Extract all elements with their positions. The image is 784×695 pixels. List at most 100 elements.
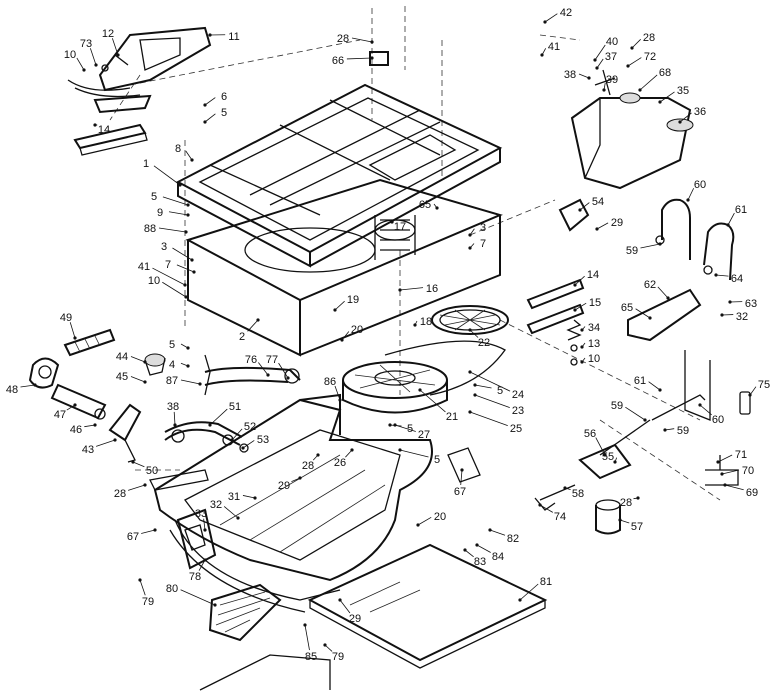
callout-point-14 (573, 283, 577, 287)
callout-label-75: 75 (758, 379, 770, 391)
callout-point-44 (143, 360, 147, 364)
callout-label-7: 7 (480, 238, 486, 250)
callout-label-61: 61 (634, 375, 646, 387)
callout-point-80 (213, 603, 217, 607)
callout-label-31: 31 (228, 491, 240, 503)
callout-label-83: 83 (474, 556, 486, 568)
callout-label-86: 86 (324, 376, 336, 388)
callout-point-86 (338, 398, 342, 402)
callout-label-11: 11 (228, 31, 239, 43)
bracket-78 (176, 508, 217, 570)
callout-label-32: 32 (210, 499, 222, 511)
callout-label-54: 54 (592, 196, 604, 208)
callout-point-35 (658, 100, 662, 104)
callout-point-53 (241, 446, 245, 450)
callout-leader-20 (417, 516, 432, 526)
callout-point-42 (543, 20, 547, 24)
callout-point-28 (636, 496, 640, 500)
callout-point-57 (618, 518, 622, 522)
canister-57 (595, 499, 621, 535)
callout-label-71: 71 (735, 449, 747, 461)
callout-label-74: 74 (554, 511, 566, 523)
callout-point-52 (230, 438, 234, 442)
callout-point-10 (580, 360, 584, 364)
callout-leader-46 (84, 424, 96, 428)
callout-leader-5 (389, 424, 402, 427)
callout-label-80: 80 (166, 583, 178, 595)
callout-point-56 (603, 453, 607, 457)
fuel-tank-35 (570, 69, 694, 190)
callout-label-33: 33 (195, 508, 207, 520)
gas-pipe-76 (204, 354, 301, 396)
callout-leaders (20, 13, 757, 652)
callout-point-28 (370, 40, 374, 44)
callout-label-15: 15 (589, 297, 601, 309)
callout-point-46 (93, 423, 97, 427)
callout-label-5: 5 (151, 191, 157, 203)
callout-point-39 (602, 88, 606, 92)
callout-leader-79 (324, 644, 333, 652)
callout-leader-40 (594, 44, 606, 61)
callout-point-61 (658, 388, 662, 392)
callout-leader-24 (469, 371, 511, 392)
callout-leader-29 (596, 222, 609, 230)
callout-point-1 (178, 183, 182, 187)
callout-label-45: 45 (116, 371, 128, 383)
callout-label-49: 49 (60, 312, 72, 324)
callout-point-16 (398, 288, 402, 292)
callout-point-11 (208, 33, 212, 37)
callout-leader-38 (173, 411, 176, 426)
callout-point-23 (473, 393, 477, 397)
callout-point-28 (316, 453, 320, 457)
callout-leader-5 (162, 196, 189, 206)
callout-leader-15 (574, 302, 587, 311)
callout-label-13: 13 (588, 338, 600, 350)
callout-label-79: 79 (332, 651, 344, 663)
callout-label-68: 68 (659, 67, 671, 79)
pan-assembly (185, 178, 503, 357)
callout-point-77 (286, 376, 290, 380)
callout-leader-14 (574, 275, 585, 286)
callout-label-34: 34 (588, 322, 600, 334)
callout-point-48 (33, 383, 37, 387)
callout-leader-48 (20, 384, 36, 388)
callout-point-5 (186, 203, 190, 207)
callout-leader-53 (242, 440, 255, 449)
callout-leader-84 (476, 544, 491, 553)
callout-label-27: 27 (418, 429, 430, 441)
callout-point-7 (468, 246, 472, 250)
callout-point-19 (333, 308, 337, 312)
callout-label-42: 42 (560, 7, 572, 19)
callout-label-28: 28 (114, 488, 126, 500)
callout-point-65 (435, 206, 439, 210)
callout-label-73: 73 (80, 38, 92, 50)
callout-label-37: 37 (605, 51, 617, 63)
callout-leader-62 (657, 286, 669, 299)
callout-leader-61 (727, 212, 735, 226)
callout-label-36: 36 (694, 106, 706, 118)
callout-leader-6 (204, 97, 216, 106)
callout-leader-61 (648, 381, 661, 391)
callout-leader-3 (172, 247, 193, 261)
valve-assembly-56 (534, 419, 651, 511)
callout-leader-7 (176, 264, 195, 273)
callout-point-5 (388, 423, 392, 427)
callout-point-28 (143, 483, 147, 487)
callout-label-64: 64 (731, 273, 743, 285)
callout-label-16: 16 (426, 283, 438, 295)
callout-label-59: 59 (611, 400, 623, 412)
callout-leader-26 (345, 449, 353, 458)
callout-label-28: 28 (643, 32, 655, 44)
callout-label-69: 69 (746, 487, 758, 499)
callout-point-65 (648, 316, 652, 320)
callout-label-59: 59 (626, 245, 638, 257)
callout-point-38 (173, 423, 177, 427)
belt-23 (384, 340, 506, 396)
callout-label-70: 70 (742, 465, 754, 477)
callout-label-5: 5 (169, 339, 175, 351)
bracket-66 (369, 51, 389, 66)
callout-label-48: 48 (6, 384, 18, 396)
callout-label-61: 61 (735, 204, 747, 216)
callout-label-14: 14 (587, 269, 599, 281)
callout-label-50: 50 (146, 465, 158, 477)
